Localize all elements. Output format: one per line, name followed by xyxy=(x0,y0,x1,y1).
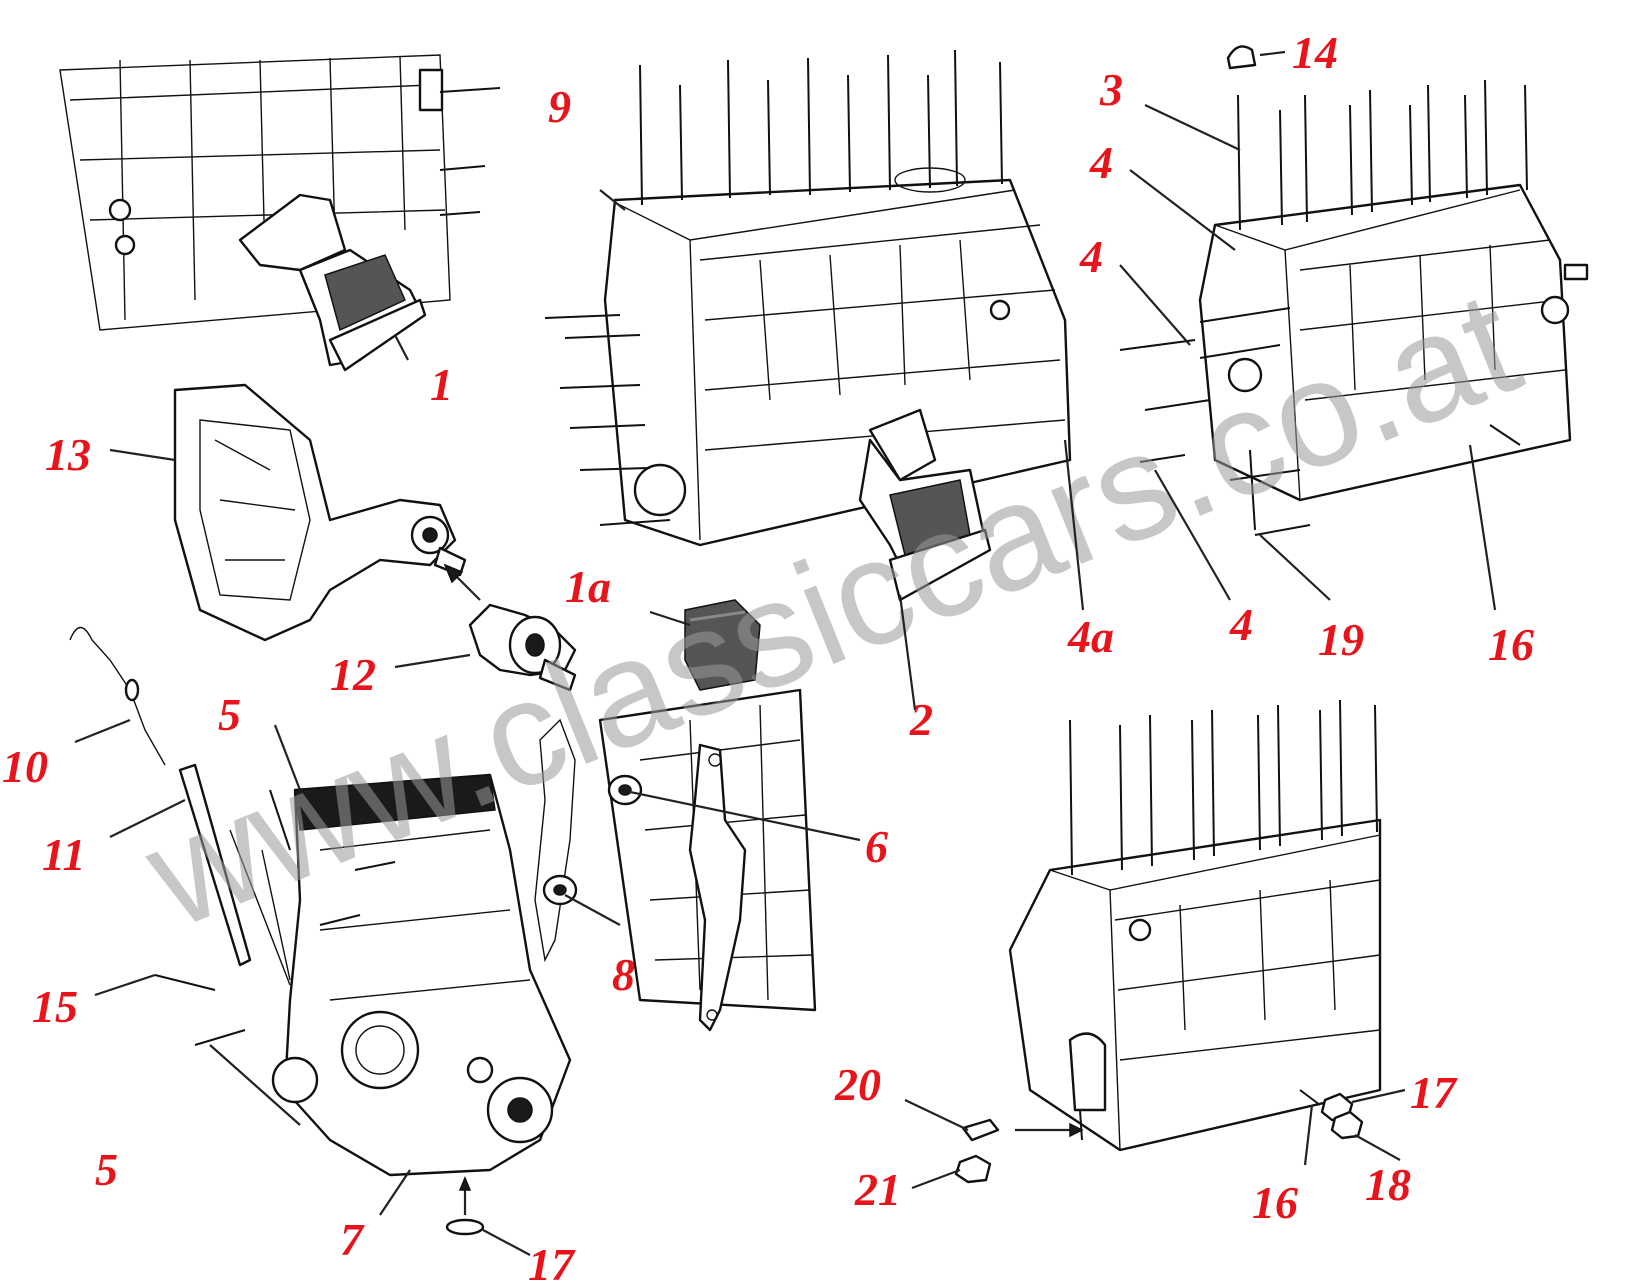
block-side-with-mount xyxy=(59,54,501,331)
callout-19: 19 xyxy=(1318,614,1364,665)
head-studs-right xyxy=(1237,79,1528,231)
callout-12: 12 xyxy=(330,649,376,700)
callout-7: 7 xyxy=(340,1214,365,1265)
side-studs-right xyxy=(1119,307,1521,536)
gasket-plate-right xyxy=(688,743,747,1032)
callout-17-bottom: 17 xyxy=(528,1239,576,1284)
callout-2: 2 xyxy=(909,694,933,745)
arrow-to-housing xyxy=(443,563,481,601)
callout-1a: 1a xyxy=(565,561,611,612)
bell-housing-13 xyxy=(173,383,467,642)
tab-washer-20 xyxy=(961,1118,1000,1142)
mounting-bracket-2 xyxy=(858,408,992,602)
callout-labels: 1 1a 2 3 4 4 4 4a 5 5 6 7 8 9 10 11 12 1… xyxy=(2,27,1534,1284)
head-studs-top-centre xyxy=(639,49,1003,206)
callout-4-low: 4 xyxy=(1229,599,1253,650)
gasket-plate-left xyxy=(534,718,576,963)
callout-4a: 4a xyxy=(1067,611,1114,662)
head-studs-bottom-right xyxy=(1069,699,1378,876)
cylinder-block-right xyxy=(1198,183,1589,502)
side-studs-centre xyxy=(544,314,671,526)
callout-5-bottom: 5 xyxy=(95,1144,118,1195)
sealing-washer-17-bottom xyxy=(445,1176,485,1236)
cylinder-block-bottom-right xyxy=(1008,818,1382,1152)
callout-4-top: 4 xyxy=(1089,137,1113,188)
callout-10: 10 xyxy=(2,741,48,792)
callout-21: 21 xyxy=(854,1164,901,1215)
callout-4-mid: 4 xyxy=(1079,231,1103,282)
callout-3: 3 xyxy=(1099,64,1123,115)
callout-9: 9 xyxy=(548,81,571,132)
callout-5-top: 5 xyxy=(218,689,241,740)
timing-cover-studs xyxy=(154,789,396,1046)
callout-14: 14 xyxy=(1292,27,1338,78)
leader-lines xyxy=(74,50,1497,1256)
callout-1: 1 xyxy=(430,359,453,410)
callout-17-right: 17 xyxy=(1410,1067,1458,1118)
callout-8: 8 xyxy=(612,949,635,1000)
lower-studs-bottom-right xyxy=(1079,1089,1321,1141)
cap-nut-14 xyxy=(1226,45,1257,70)
dipstick-10 xyxy=(69,626,166,766)
dowel-8 xyxy=(542,874,578,906)
callout-11: 11 xyxy=(42,829,85,880)
nut-21 xyxy=(954,1154,992,1184)
dowel-6 xyxy=(607,774,643,806)
timing-cover-7 xyxy=(271,773,572,1177)
bush-12 xyxy=(468,603,577,692)
callout-6: 6 xyxy=(865,821,888,872)
mounting-bracket-1 xyxy=(238,193,427,372)
rubber-mount-1a xyxy=(684,599,761,691)
callout-15: 15 xyxy=(32,981,78,1032)
callout-16-right: 16 xyxy=(1488,619,1534,670)
dipstick-tube-11 xyxy=(178,763,291,986)
arrow-to-block-bottom xyxy=(1015,1122,1084,1138)
callout-20: 20 xyxy=(834,1059,881,1110)
callout-13: 13 xyxy=(45,429,91,480)
callout-16-bottom: 16 xyxy=(1252,1177,1298,1228)
callout-18: 18 xyxy=(1365,1159,1411,1210)
